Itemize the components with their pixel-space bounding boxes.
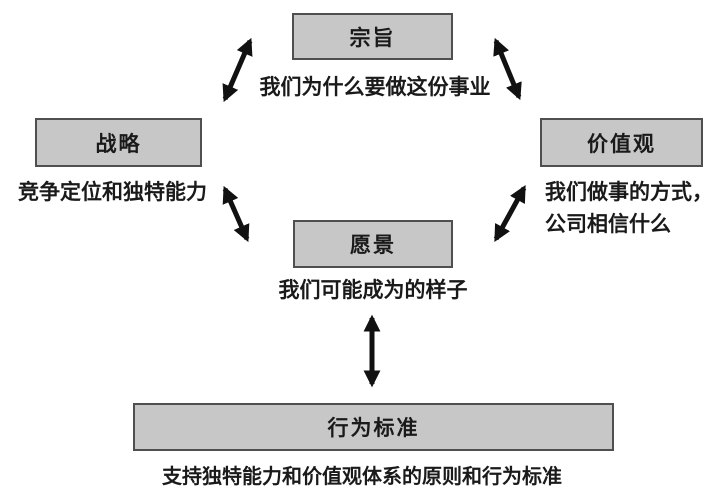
node-vision-caption: 我们可能成为的样子 xyxy=(278,278,468,302)
node-values-caption-line1: 我们做事的方式， xyxy=(545,180,712,204)
arrow-strategy-purpose xyxy=(222,37,253,103)
node-vision-box: 愿景 xyxy=(293,220,453,268)
node-values-caption-line2: 公司相信什么 xyxy=(545,212,671,236)
node-standards-caption: 支持独特能力和价值观体系的原则和行为标准 xyxy=(162,466,562,488)
node-strategy-label: 战略 xyxy=(95,132,142,156)
node-values-box: 价值观 xyxy=(540,118,703,167)
node-vision-label: 愿景 xyxy=(350,234,396,257)
node-purpose-label: 宗旨 xyxy=(349,26,396,50)
node-standards-box: 行为标准 xyxy=(133,403,614,451)
arrow-values-vision xyxy=(493,185,527,242)
arrow-purpose-values xyxy=(493,37,522,101)
node-purpose-box: 宗旨 xyxy=(292,13,453,60)
node-strategy-box: 战略 xyxy=(35,118,202,167)
node-values-label: 价值观 xyxy=(587,132,656,156)
node-values-caption: 我们做事的方式， 公司相信什么 xyxy=(545,176,712,240)
arrow-strategy-vision xyxy=(222,185,250,243)
node-standards-label: 行为标准 xyxy=(327,417,420,440)
node-strategy-caption: 竞争定位和独特能力 xyxy=(18,180,207,204)
node-purpose-caption: 我们为什么要做这份事业 xyxy=(259,75,491,99)
